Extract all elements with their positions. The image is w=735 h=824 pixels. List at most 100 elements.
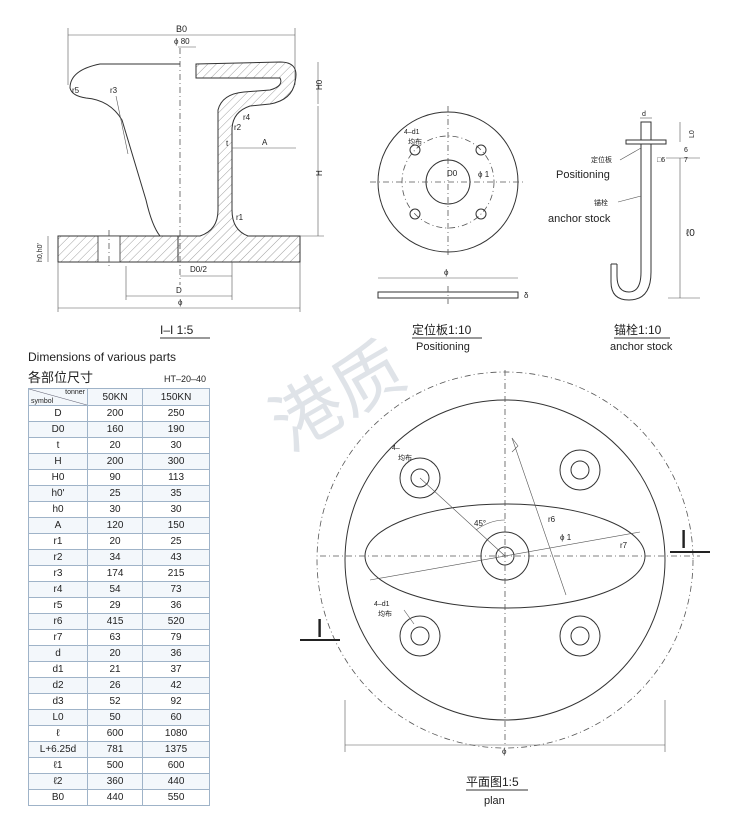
cell-50kn: 63 [86, 629, 144, 646]
cell-symbol: h0' [28, 485, 88, 502]
cell-50kn: 781 [86, 741, 144, 758]
cell-50kn: 440 [86, 789, 144, 806]
cell-150kn: 550 [142, 789, 210, 806]
cell-50kn: 30 [86, 501, 144, 518]
label-anchor-l0-top: L0 [689, 130, 696, 138]
cell-50kn: 500 [86, 757, 144, 774]
cell-150kn: 215 [142, 565, 210, 582]
header-col2: 150KN [142, 388, 210, 406]
cell-150kn: 25 [142, 533, 210, 550]
cell-150kn: 30 [142, 501, 210, 518]
table-header-row: tonner symbol 50KN 150KN [28, 388, 210, 406]
cell-symbol: ℓ2 [28, 773, 88, 790]
positioning-title-cn: 定位板1:10 [412, 322, 472, 337]
cell-symbol: r6 [28, 613, 88, 630]
cell-symbol: L0 [28, 709, 88, 726]
cell-symbol: r2 [28, 549, 88, 566]
header-tonner: tonner [65, 389, 85, 396]
cell-50kn: 600 [86, 725, 144, 742]
label-anchor-seven: 7 [684, 157, 688, 164]
anchor-title-cn: 锚栓1:10 [614, 322, 662, 337]
cell-symbol: H [28, 453, 88, 470]
table-corner-cell: tonner symbol [28, 388, 88, 406]
label-h: H [315, 170, 324, 176]
label-phi-bottom: ϕ [178, 298, 183, 307]
cell-symbol: d1 [28, 661, 88, 678]
cell-50kn: 34 [86, 549, 144, 566]
anchor-title-en: anchor stock [610, 341, 673, 353]
cell-symbol: B0 [28, 789, 88, 806]
cell-150kn: 36 [142, 597, 210, 614]
anchor-bolt-en: anchor stock [548, 213, 611, 225]
cell-50kn: 360 [86, 773, 144, 790]
cell-50kn: 20 [86, 645, 144, 662]
cell-50kn: 20 [86, 437, 144, 454]
cell-150kn: 42 [142, 677, 210, 694]
cell-symbol: h0 [28, 501, 88, 518]
label-r5: r5 [72, 86, 80, 95]
table-code: HT–20–40 [164, 374, 207, 384]
cell-50kn: 29 [86, 597, 144, 614]
cell-150kn: 1375 [142, 741, 210, 758]
cell-50kn: 160 [86, 421, 144, 438]
label-pos-holes-even: 均布 [408, 137, 422, 146]
label-anchor-d7: □6 [657, 157, 665, 164]
cell-50kn: 415 [86, 613, 144, 630]
cell-symbol: ℓ1 [28, 757, 88, 774]
cell-150kn: 92 [142, 693, 210, 710]
label-a: A [262, 138, 268, 147]
bollard-shell-hatched [177, 61, 301, 263]
cell-symbol: r7 [28, 629, 88, 646]
anchor-plate-cn: 定位板 [591, 155, 612, 164]
cell-150kn: 73 [142, 581, 210, 598]
anchor-hook [610, 263, 652, 301]
label-pos-delta: δ [524, 291, 529, 300]
cell-150kn: 35 [142, 485, 210, 502]
label-r1: r1 [236, 213, 244, 222]
label-t: t [226, 139, 229, 148]
label-r3: r3 [110, 86, 118, 95]
label-r4: r4 [243, 113, 251, 122]
cell-150kn: 60 [142, 709, 210, 726]
label-d: D [176, 286, 182, 295]
label-r2: r2 [234, 123, 242, 132]
label-plan-holes-top-even: 均布 [398, 453, 412, 462]
cell-symbol: d2 [28, 677, 88, 694]
label-pos-phi: ϕ [444, 268, 449, 277]
cell-symbol: D [28, 405, 88, 422]
cell-symbol: r1 [28, 533, 88, 550]
cell-symbol: d3 [28, 693, 88, 710]
cell-symbol: L+6.25d [28, 741, 88, 758]
cell-150kn: 250 [142, 405, 210, 422]
anchor-bolt-cn: 锚栓 [594, 198, 608, 207]
label-anchor-l0: ℓ0 [686, 228, 695, 239]
cell-50kn: 90 [86, 469, 144, 486]
label-h0-left: h0,h0' [37, 243, 44, 262]
label-anchor-delta6: 6 [684, 147, 688, 154]
cell-50kn: 200 [86, 405, 144, 422]
section-title: I–I 1:5 [160, 323, 194, 337]
label-anchor-d: d [642, 111, 646, 118]
table-title-en: Dimensions of various parts [28, 350, 177, 364]
cell-symbol: d [28, 645, 88, 662]
cell-150kn: 150 [142, 517, 210, 534]
label-plan-phi1: ϕ 1 [560, 533, 572, 542]
cell-symbol: ℓ [28, 725, 88, 742]
cell-150kn: 37 [142, 661, 210, 678]
cell-150kn: 600 [142, 757, 210, 774]
label-b0: B0 [176, 24, 187, 34]
cell-150kn: 113 [142, 469, 210, 486]
